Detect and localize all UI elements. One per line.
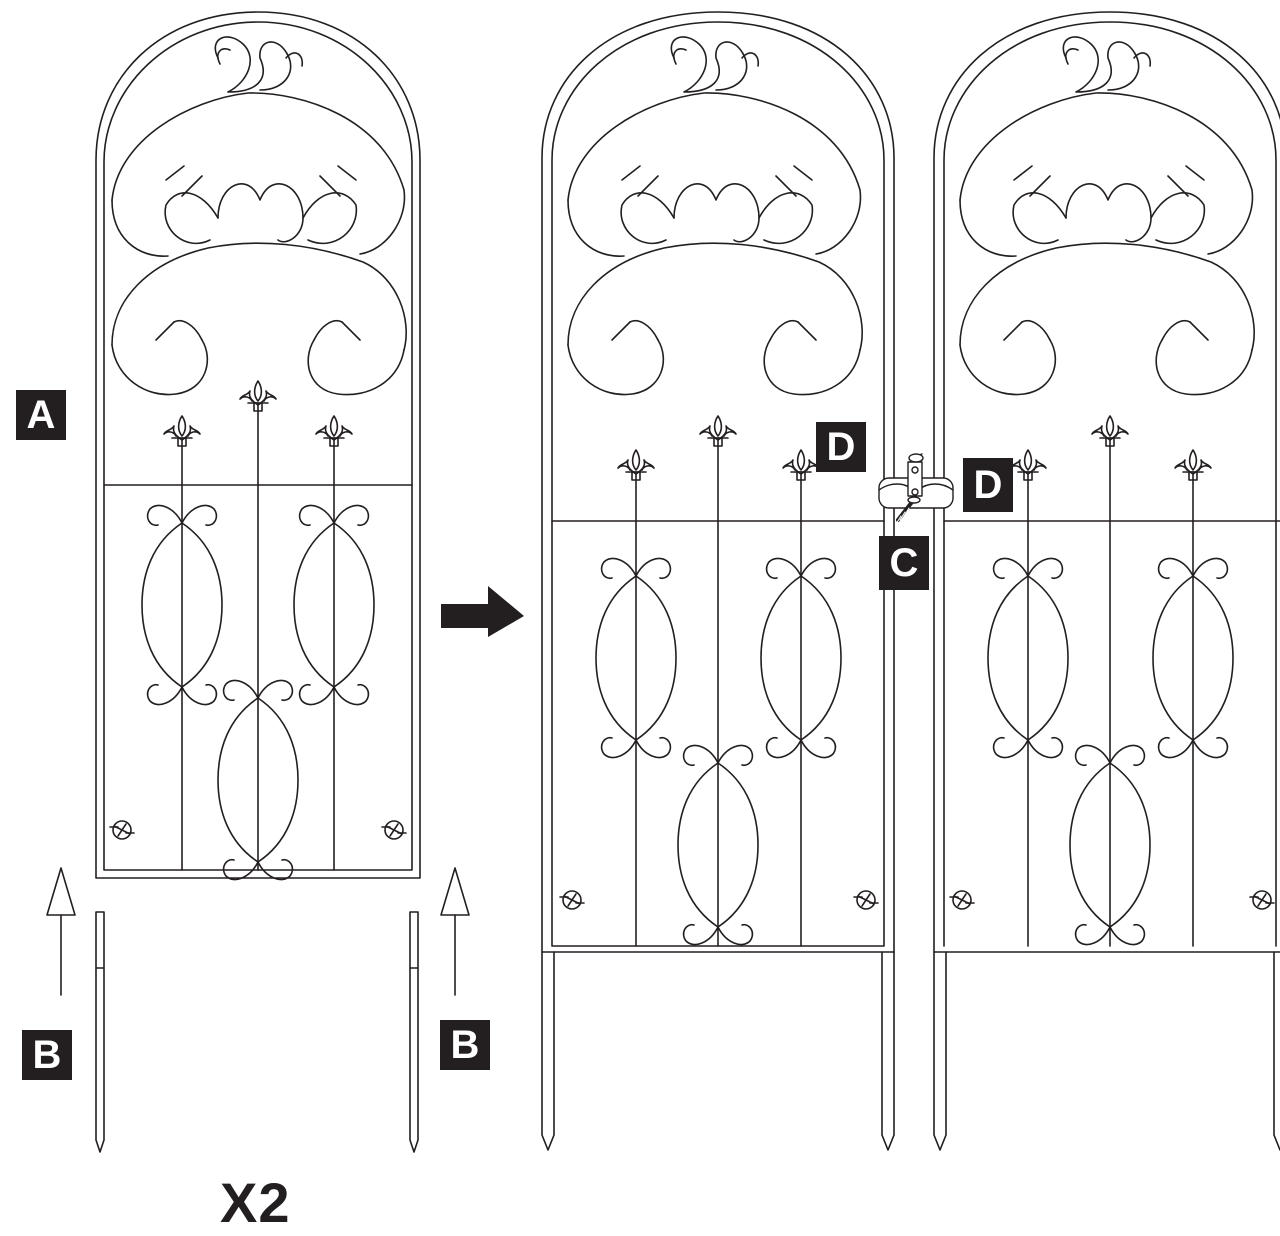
- label-d-right: D: [963, 458, 1013, 512]
- label-a: A: [16, 390, 66, 440]
- panel-assembled-1: [541, 11, 895, 1151]
- label-b-left: B: [22, 1030, 72, 1080]
- panel-assembled-2: [933, 11, 1280, 1151]
- arrow-up-right-icon: [440, 867, 470, 996]
- connector-clip: [878, 453, 954, 525]
- stake-right: [409, 911, 419, 1153]
- label-b-right: B: [440, 1020, 490, 1070]
- label-c: C: [879, 536, 929, 590]
- arrow-up-left-icon: [46, 867, 76, 996]
- quantity-label: X2: [220, 1171, 291, 1234]
- panel-a: [95, 11, 421, 881]
- stake-left: [95, 911, 105, 1153]
- label-d-left: D: [816, 422, 866, 472]
- arrow-right-icon: [441, 586, 524, 637]
